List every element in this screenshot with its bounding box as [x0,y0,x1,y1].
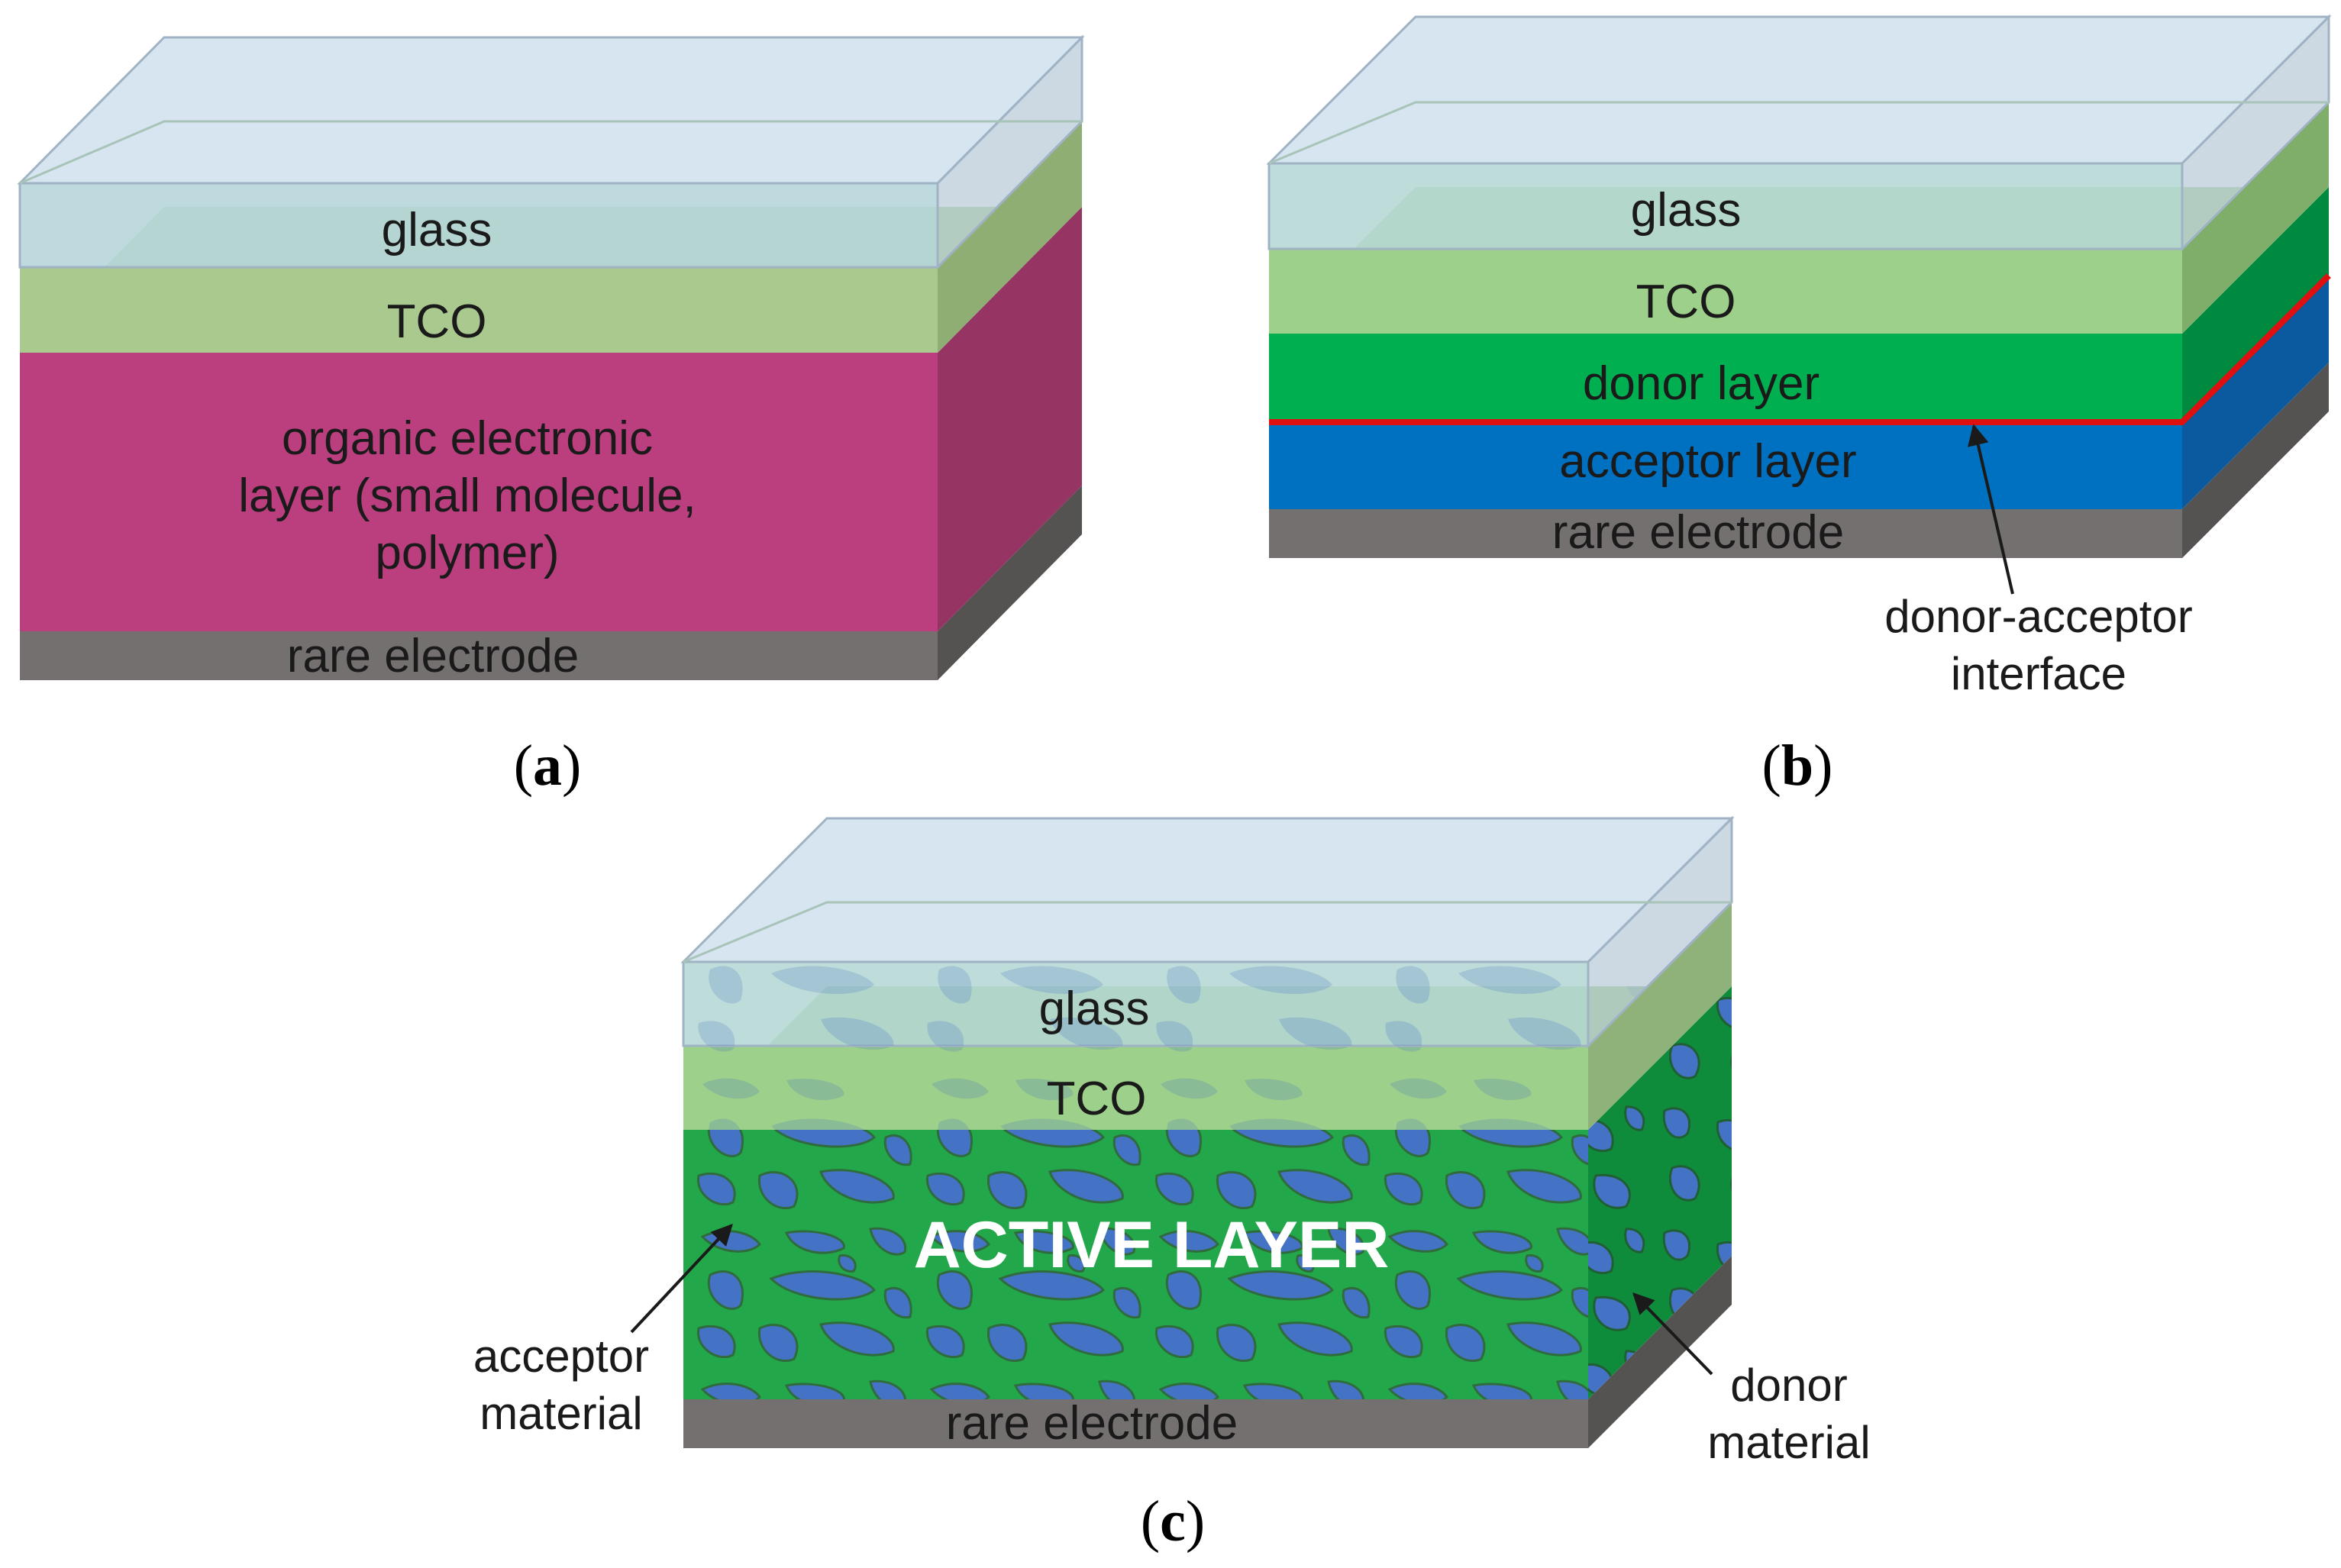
panel-c-glass-label: glass [1039,982,1150,1035]
panel-b-interface-line [1269,273,2331,425]
panel-a-organic-label-line2: layer (small molecule, [238,469,696,522]
panel-b-interface-label-line2: interface [1951,648,2126,699]
panel-a-tco-label: TCO [387,295,487,348]
panel-c-acceptor-arrow [630,1223,733,1334]
panel-b-glass-label: glass [1631,184,1742,237]
panel-b-electrode-label: rare electrode [1552,506,1845,559]
panel-b-donor-layer [1269,187,2329,422]
panel-a-organic-label-line3: polymer) [375,527,559,579]
panel-a-organic-label-line1: organic electronic [282,412,653,465]
panel-b-caption: (b) [1762,734,1833,798]
panel-c-bulk-heterojunction-device: glass TCO ACTIVE LAYER rare electrode ac… [473,815,1871,1553]
panel-a-organic-layer [20,207,1082,631]
panel-b-acceptor-layer [1269,276,2329,509]
panel-a-caption: (a) [514,734,582,798]
panel-c-active-layer-label: ACTIVE LAYER [914,1208,1390,1282]
panel-c-electrode-label: rare electrode [946,1397,1238,1450]
panel-b-glass-layer [1266,14,2332,252]
panel-c-active-layer [683,986,1732,1399]
panel-b-bilayer-device: glass TCO donor layer acceptor layer rar… [1266,14,2332,798]
panel-c-tco-label: TCO [1047,1073,1147,1125]
panel-c-acceptor-label-line2: material [480,1388,642,1439]
panel-c-electrode-layer [683,1256,1732,1448]
panel-a-glass-label: glass [382,204,492,256]
panel-c-glass-layer [680,815,1735,1049]
panel-b-electrode-layer [1269,363,2329,558]
panel-b-donor-label: donor layer [1583,357,1820,410]
panel-a-single-layer-device: glass TCO organic electronic layer (smal… [17,34,1085,798]
panel-a-glass-layer [17,34,1085,270]
panel-c-acceptor-label-line1: acceptor [473,1331,649,1382]
panel-c-donor-arrow [1632,1292,1713,1376]
panel-a-electrode-label: rare electrode [287,630,580,682]
panel-b-tco-label: TCO [1636,276,1736,328]
panel-c-caption: (c) [1141,1489,1205,1553]
panel-b-interface-label-line1: donor-acceptor [1884,591,2193,642]
panel-b-acceptor-label: acceptor layer [1559,435,1856,488]
panel-c-donor-label-line2: material [1707,1417,1870,1468]
panel-b-interface-arrow [1968,424,2014,595]
panel-a-electrode-layer [20,486,1082,680]
panel-c-donor-label-line1: donor [1730,1360,1847,1411]
